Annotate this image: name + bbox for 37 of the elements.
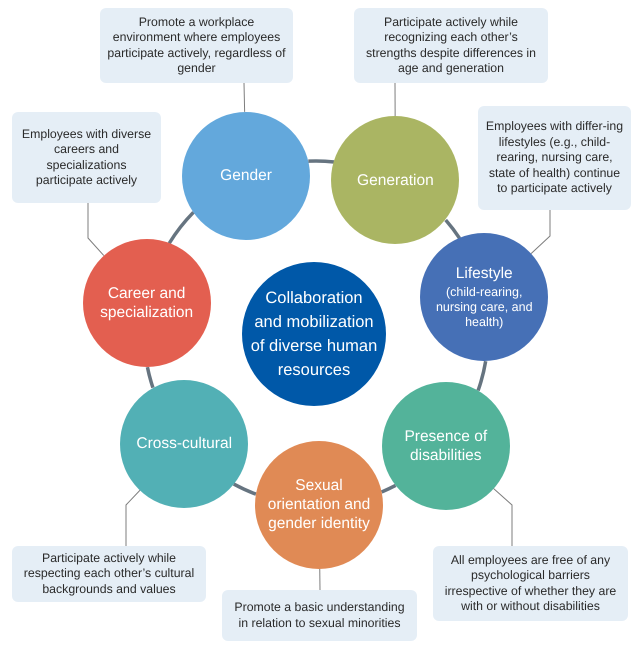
leader-line (88, 202, 104, 256)
circle-label: Collaboration and mobilization of diverse human resources (250, 288, 378, 381)
callout-box (12, 546, 206, 602)
ring-connector (308, 159, 334, 164)
callout-box (12, 112, 161, 203)
leader-line (244, 82, 246, 112)
callout-text: Employees with diverse careers and specializations participate actively (20, 126, 152, 188)
ring-connector (476, 360, 488, 392)
leader-line (126, 490, 141, 546)
circle-label: Lifestyle (456, 264, 513, 284)
leader-line (319, 568, 320, 590)
circle-label: Gender (220, 166, 272, 186)
circle-label: Cross-cultural (136, 434, 232, 454)
ring-connector (232, 482, 257, 496)
callout-text: Promote a basic understanding in relation to sexual minorities (233, 600, 406, 631)
callout-text: Promote a workplace environment where employees participate actively, regardless of gender (106, 14, 287, 76)
circle-label: Career and specialization (99, 284, 194, 322)
circle-subtitle: (child-rearing, nursing care, and health) (434, 285, 534, 330)
ring-connector (146, 366, 155, 388)
callout-box (222, 590, 417, 641)
callout-box (433, 546, 628, 621)
callout-text: All employees are free of any psychological barriers irrespective of whether they are with or without disabilities (444, 552, 618, 614)
callout-text: Participate actively while recognizing each other’s strengths despite differences in age and generation (365, 14, 537, 76)
leader-line (530, 210, 550, 254)
callout-text: Participate actively while respecting each other’s cultural backgrounds and values (22, 550, 196, 598)
ring-connector (380, 484, 396, 494)
leader-line (493, 488, 512, 546)
ring-connector (168, 211, 195, 244)
circle-label: Sexual orientation and gender identity (266, 476, 372, 534)
circle-label: Presence of disabilities (403, 426, 488, 465)
callout-box (100, 8, 293, 83)
callout-box (478, 106, 631, 210)
callout-text: Employees with differ-ing lifestyles (e.g., child-rearing, nursing care, state of health) continue to participate actively (484, 119, 624, 197)
ring-connector (444, 218, 461, 240)
leader-line (394, 82, 396, 117)
circle-label: Generation (357, 170, 434, 190)
callout-box (354, 8, 548, 83)
